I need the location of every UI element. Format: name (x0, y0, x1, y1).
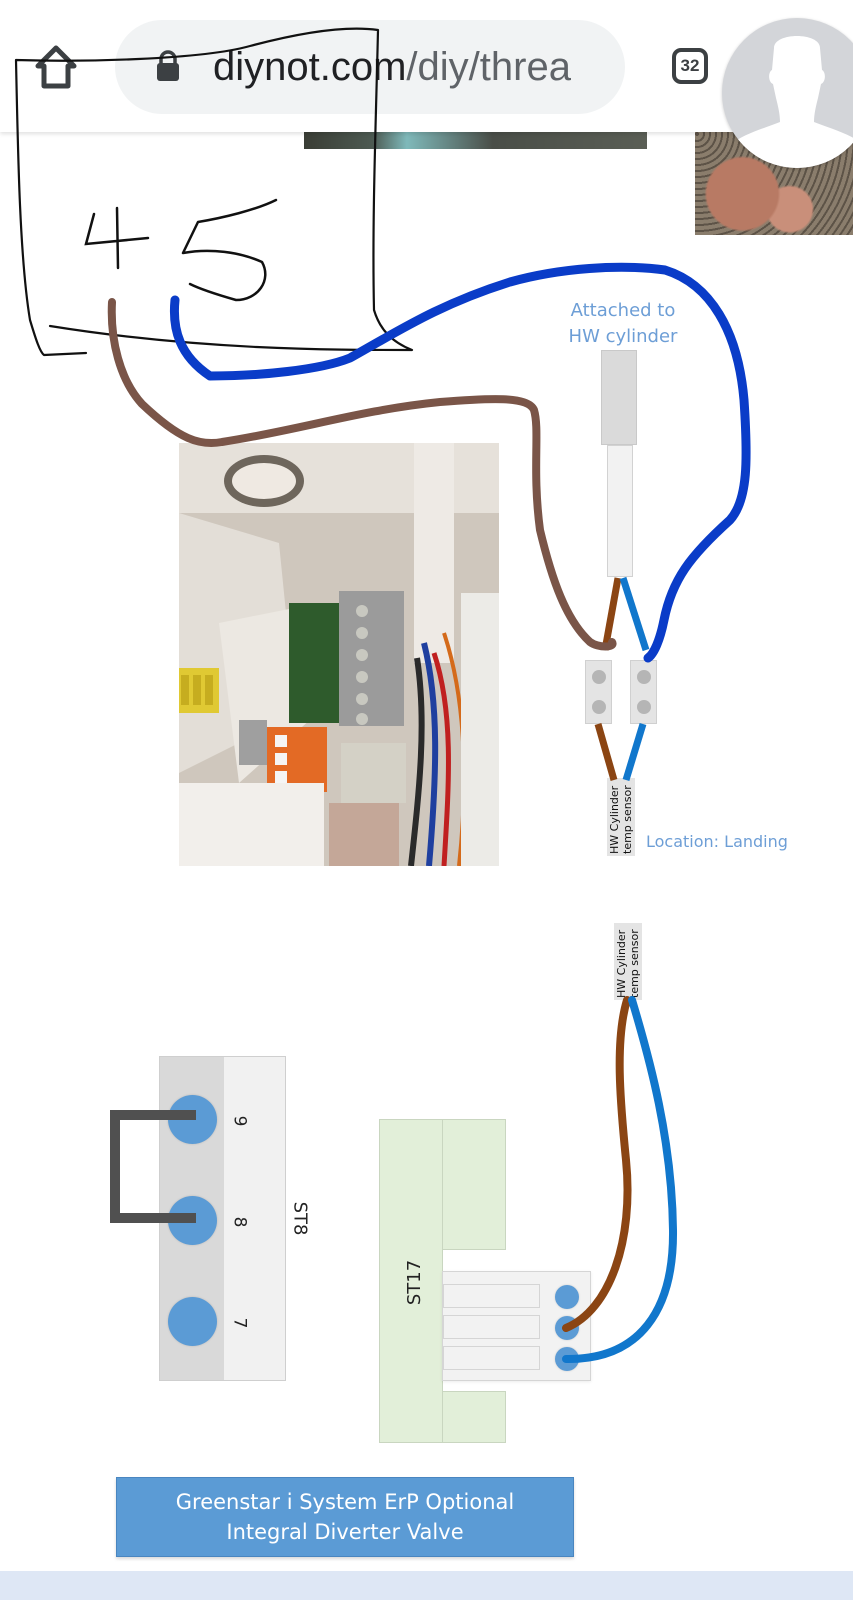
diagram-caption: Greenstar i System ErP Optional Integral… (116, 1477, 574, 1557)
cylinder-label-line1: Attached to (570, 300, 676, 321)
cylinder-sensor-body (607, 445, 633, 577)
st17-terminal-connector (442, 1271, 591, 1381)
wire-brown-lower (594, 723, 618, 781)
caption-text: Greenstar i System ErP Optional Integral… (175, 1490, 515, 1544)
st17-pin-3 (555, 1347, 579, 1371)
st17-upper-block (442, 1119, 506, 1250)
sensor-label-line1: HW Cylinder (615, 929, 628, 998)
st8-label: ST8 (289, 1201, 311, 1236)
sensor-label-line2: temp sensor (628, 929, 641, 998)
url-host: diynot.com (213, 45, 407, 89)
cylinder-location-label: Attached to HW cylinder (548, 298, 698, 350)
home-button[interactable] (34, 44, 78, 90)
page-bottom-band (0, 1571, 853, 1600)
st8-pin-label-8: 8 (229, 1216, 250, 1228)
st17-label: ST17 (404, 1259, 426, 1306)
sensor-label-line1: HW Cylinder (608, 785, 621, 854)
location-label: Location: Landing (646, 832, 788, 851)
wire-blue-upper (619, 576, 650, 652)
terminal-block-left (585, 660, 612, 724)
sensor-label-line2: temp sensor (621, 785, 634, 854)
profile-avatar-icon (722, 36, 853, 168)
cylinder-sensor-head (601, 350, 637, 445)
terminal-block-right (630, 660, 657, 724)
forum-image-partial[interactable] (304, 132, 647, 149)
st8-jumper (110, 1110, 196, 1223)
digit-4 (84, 206, 150, 270)
url-text[interactable]: diynot.com/diy/threa (213, 42, 571, 92)
st17-body (379, 1119, 443, 1443)
st8-pin-label-9: 9 (229, 1115, 250, 1127)
wire-brown-upper (601, 577, 622, 651)
tab-count: 32 (680, 56, 700, 75)
lock-icon (157, 50, 179, 81)
st8-pin-label-7: 7 (229, 1317, 250, 1329)
sensor-label-lower: HW Cylinder temp sensor (614, 923, 642, 1000)
address-bar[interactable]: diynot.com/diy/threa (115, 20, 625, 114)
digit-5 (181, 198, 278, 302)
tab-switcher-button[interactable]: 32 (672, 48, 708, 84)
photo-content (179, 443, 499, 866)
sensor-label-upper: HW Cylinder temp sensor (607, 778, 635, 856)
profile-avatar[interactable] (722, 18, 853, 168)
home-icon (35, 45, 77, 89)
cylinder-label-line2: HW cylinder (568, 326, 678, 347)
st17-pin-1 (555, 1285, 579, 1309)
url-path: /diy/threa (406, 45, 571, 89)
st17-pin-2 (555, 1316, 579, 1340)
st17-lower-block (442, 1391, 506, 1443)
boiler-wiring-photo[interactable] (179, 443, 499, 866)
st8-pin-7 (168, 1297, 217, 1346)
wire-blue-lower (622, 722, 647, 782)
